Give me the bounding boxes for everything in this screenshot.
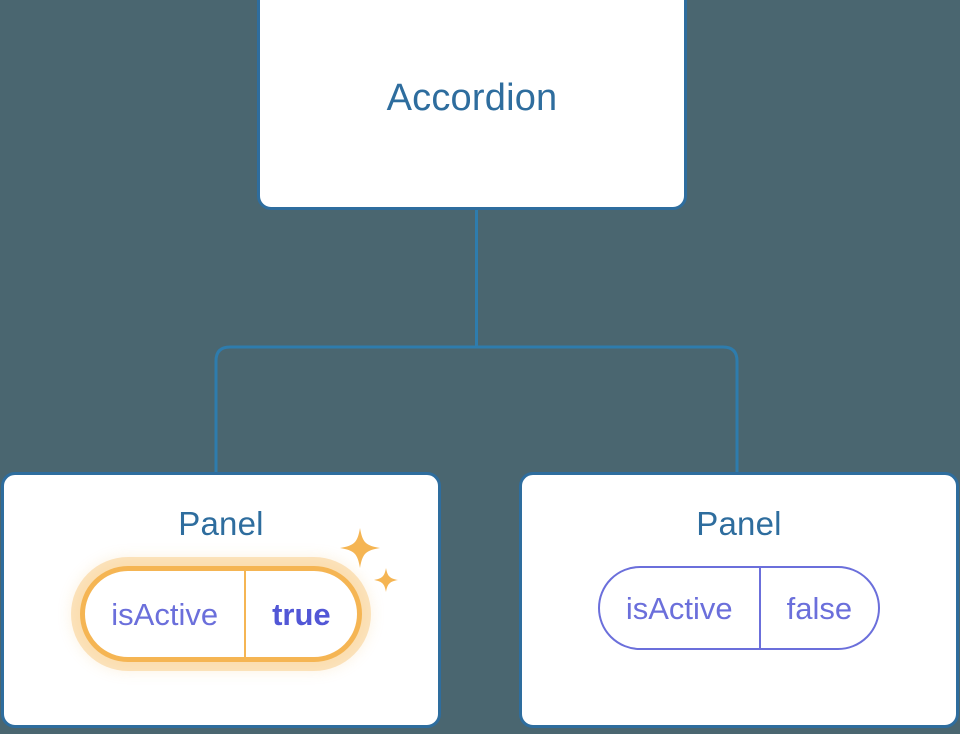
connector-branch-right — [476, 345, 739, 472]
sparkle-large-icon — [339, 528, 380, 568]
prop-pill-wrapper: isActive true — [80, 528, 398, 662]
prop-pill[interactable]: isActive false — [597, 566, 881, 650]
node-panel-active[interactable]: Panel isActive true — [1, 472, 441, 728]
node-title: Accordion — [386, 77, 558, 119]
connector-branch-left — [214, 345, 477, 472]
prop-pill-wrapper: isActive false — [597, 566, 881, 650]
node-title: Panel — [178, 505, 264, 542]
prop-value: true — [244, 571, 357, 657]
sparkle-small-icon — [373, 568, 398, 592]
prop-value: false — [758, 568, 878, 648]
node-accordion[interactable]: Accordion — [257, 0, 687, 210]
prop-key: isActive — [625, 590, 733, 626]
prop-pill-changed[interactable]: isActive true — [80, 566, 362, 662]
node-title: Panel — [696, 505, 782, 542]
prop-key: isActive — [111, 596, 219, 632]
node-panel-inactive[interactable]: Panel isActive false — [519, 472, 959, 728]
